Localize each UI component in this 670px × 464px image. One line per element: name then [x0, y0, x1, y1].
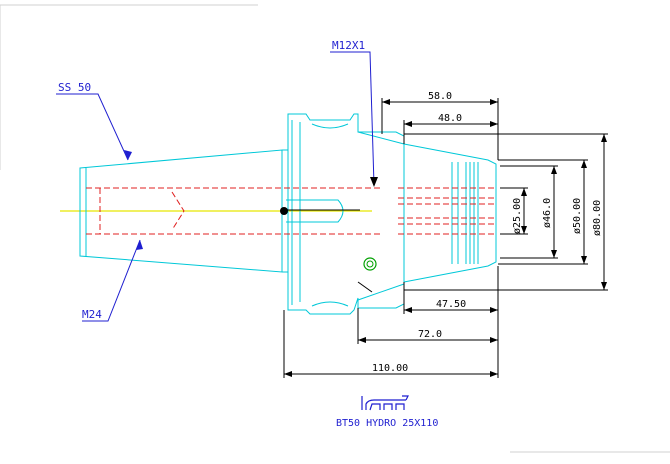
center-marker: [280, 207, 288, 215]
dim-110: 110.00: [372, 363, 408, 374]
dim-48: 48.0: [438, 113, 462, 124]
dimension-arrows: [284, 99, 607, 377]
label-m24: M24: [82, 308, 102, 321]
leader-m24: [82, 239, 141, 322]
coolant-screw: [363, 257, 377, 271]
leader-ss50: [56, 93, 129, 161]
leader-m12-arrow: [370, 177, 378, 187]
leader-m24-arrow: [136, 240, 143, 250]
screw-leader: [357, 281, 373, 293]
dim-dia-46: ø46.0: [542, 198, 553, 228]
hidden-lines: [86, 187, 496, 235]
leaders: [56, 51, 375, 322]
holder-outline: [79, 113, 497, 315]
flange-outline: [287, 113, 405, 315]
dim-47-50: 47.50: [436, 299, 466, 310]
nose-chamfer-top: [357, 131, 405, 145]
grip-rings: [451, 162, 479, 264]
flange-inner-lines: [291, 120, 301, 305]
dim-dia-80: ø80.00: [592, 200, 603, 236]
dim-58: 58.0: [428, 91, 452, 102]
dim-dia-25: ø25.00: [512, 198, 523, 234]
dim-72: 72.0: [418, 329, 442, 340]
iscar-logo: [361, 395, 409, 411]
dimension-lines: [283, 98, 608, 378]
leader-m12: [330, 51, 375, 186]
label-m12x1: M12X1: [332, 39, 365, 52]
label-ss50: SS 50: [58, 81, 91, 94]
leader-ss50-arrow: [124, 150, 132, 160]
drive-slot: [286, 199, 344, 223]
drawing-caption: BT50 HYDRO 25X110: [336, 418, 438, 429]
flange-groove: [311, 123, 349, 307]
nose-chamfer-bottom: [357, 283, 405, 301]
nose-outline: [403, 143, 497, 283]
dim-dia-50: ø50.00: [572, 198, 583, 234]
